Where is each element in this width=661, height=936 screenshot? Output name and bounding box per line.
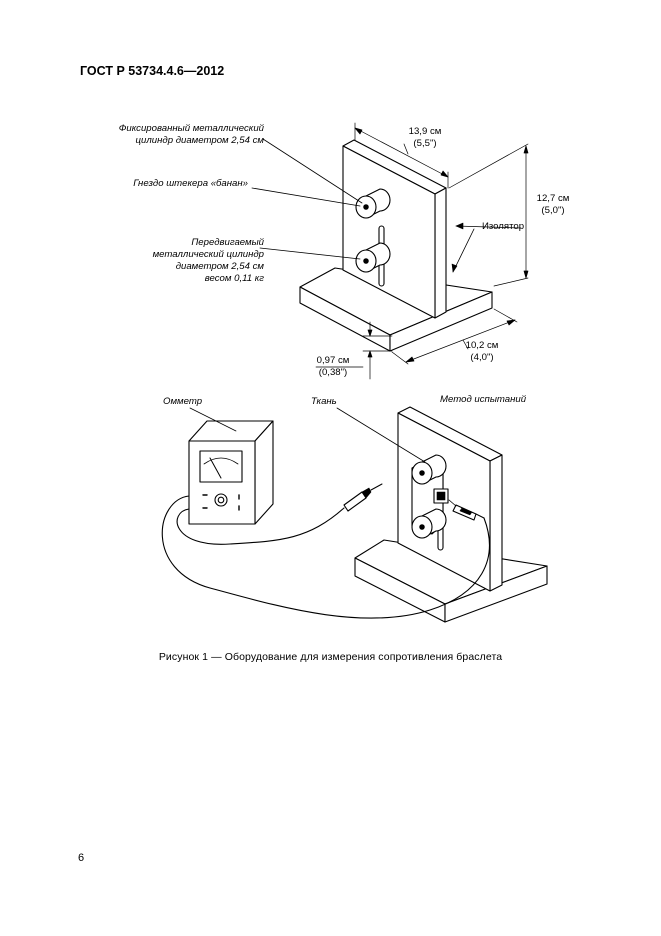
arrow-head [452,264,457,272]
page-number: 6 [78,852,85,864]
panel-side-edge [435,188,446,318]
insulator-panel-front [343,146,435,318]
ohmmeter-scale [204,458,238,464]
dimension-depth-label: 10,2 см (4,0") [465,340,499,363]
ohmmeter-needle [210,458,221,478]
dimension-height [449,144,528,286]
dimension-width [355,123,448,188]
test-lower-cylinder [412,509,446,538]
base-plate-side [390,292,492,351]
dimension-height-label: 12,7 см (5,0") [536,193,570,216]
top-fixture [252,123,528,379]
dimension-depth [392,309,517,364]
label-fixed-cylinder: Фиксированный металлический цилиндр диам… [118,123,264,146]
test-panel-side [490,455,502,591]
label-banana-jack: Гнездо штекера «банан» [133,178,248,189]
label-fabric: Ткань [311,396,337,407]
leader-insulator [456,226,521,228]
leader-movable-cylinder [260,248,360,259]
movable-cylinder [356,243,390,272]
leader-ohmmeter [190,408,236,431]
wire-to-plug [177,508,344,544]
fixed-cylinder [356,189,390,218]
ohmmeter [189,421,273,524]
leader-fixed-cylinder [263,139,362,203]
dimension-thickness-label: 0,97 см (0,38") [316,355,350,378]
test-base-side [445,566,547,622]
banana-plug [344,484,382,511]
alligator-clip [449,500,484,520]
document-header: ГОСТ Р 53734.4.6—2012 [80,64,225,78]
figure-caption: Рисунок 1 — Оборудование для измерения с… [158,651,503,663]
leader-insulator-arrow [453,229,474,272]
test-fixture [355,407,547,622]
dimension-width-label: 13,9 см (5,5") [408,126,442,149]
leader-banana-jack [252,188,360,206]
dimension-thickness [316,322,392,379]
test-upper-cylinder [412,455,446,484]
bottom-setup [162,407,547,622]
wire-to-clip [162,496,489,618]
label-movable-cylinder: Передвигаемый металлический цилиндр диам… [152,237,264,284]
label-insulator: Изолятор [482,221,525,232]
ohmmeter-dial-window [200,451,242,482]
label-ohmmeter: Омметр [163,396,203,407]
label-test-method: Метод испытаний [440,394,527,405]
arrow-head [456,223,463,229]
leader-fabric [337,408,425,462]
